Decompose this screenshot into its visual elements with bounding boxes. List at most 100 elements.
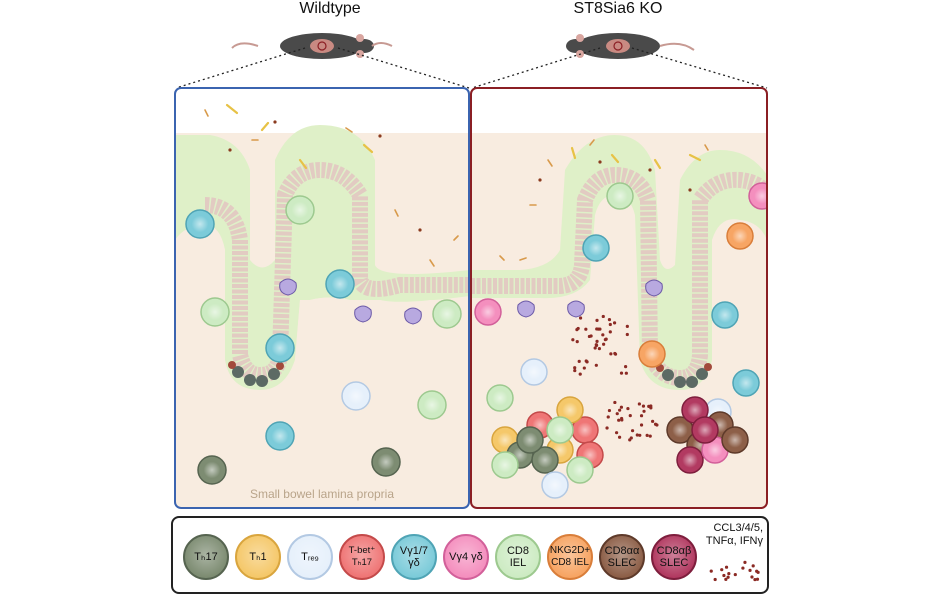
- chemokine-dot: [597, 347, 602, 351]
- legend-vg4-gd-label: Vγ4 γδ: [449, 551, 483, 563]
- chemokine-dot: [587, 334, 592, 339]
- chemokine-dot: [619, 405, 624, 409]
- cell-9: [691, 416, 719, 444]
- legend-cd8-iel: CD8 IEL: [495, 534, 541, 580]
- legend-cd8aa-slec-label: CD8αα SLEC: [604, 545, 640, 569]
- chemokine-dot: [608, 322, 612, 327]
- cell-4: [265, 333, 295, 363]
- chemokine-dot: [619, 371, 624, 375]
- legend-nkg2d-cd8-iel-label: NKG2D+ CD8 IEL: [549, 545, 591, 568]
- legend-tbet-th17-label: T-bet⁺ Tₕ17: [348, 545, 376, 568]
- cell-6: [200, 297, 230, 327]
- legend-vg4-gd: Vγ4 γδ: [443, 534, 489, 580]
- chemokine-dot: [609, 352, 613, 356]
- lamina-propria-label: Small bowel lamina propria: [249, 487, 395, 501]
- cell-5: [701, 436, 729, 464]
- chemokine-dot: [582, 366, 586, 370]
- chemokine-dot: [578, 316, 583, 320]
- cell-7: [726, 222, 754, 250]
- chemokine-dot: [628, 438, 632, 442]
- chemokine-dot: [626, 406, 630, 411]
- chemokine-dot: [594, 343, 598, 347]
- cell-type-legend: Tₕ17 Tₕ1 Tᵣₑ₉ T-bet⁺ Tₕ17 Vγ1/7 γδ Vγ4 γ…: [171, 516, 769, 594]
- wildtype-title: Wildtype: [299, 0, 361, 17]
- chemokine-dot: [596, 327, 600, 331]
- chemokine-dot: [571, 338, 575, 342]
- chemokine-dot: [651, 419, 655, 423]
- legend-th17: Tₕ17: [183, 534, 229, 580]
- cell-9: [681, 396, 709, 424]
- chemokine-dot: [618, 408, 622, 412]
- legend-vg17-gd-label: Vγ1/7 γδ: [399, 545, 429, 569]
- chemokine-dot: [595, 318, 599, 323]
- chemokine-dot: [573, 366, 577, 370]
- wildtype-panel-border: [174, 87, 470, 509]
- chemokine-dot: [639, 423, 644, 427]
- legend-treg: Tᵣₑ₉: [287, 534, 333, 580]
- chemokine-dot: [753, 577, 757, 582]
- chemokine-dot: [628, 414, 632, 418]
- legend-cd8ab-slec-label: CD8αβ SLEC: [656, 545, 692, 569]
- cell-5: [474, 298, 502, 326]
- knockout-panel-border: [470, 87, 768, 509]
- chemokine-dot: [624, 365, 628, 369]
- chemokine-dot: [720, 568, 724, 572]
- chemokine-dot: [602, 342, 606, 346]
- chemokine-dot: [653, 422, 658, 426]
- chemokine-dot: [751, 564, 755, 568]
- chemokine-dot: [639, 414, 644, 418]
- cell-6: [417, 390, 447, 420]
- chemokine-dot: [595, 339, 599, 343]
- cell-0: [531, 446, 559, 474]
- legend-cd8aa-slec: CD8αα SLEC: [599, 534, 645, 580]
- chemokine-dot: [620, 416, 624, 421]
- cell-8: [721, 426, 749, 454]
- cell-2: [541, 471, 569, 499]
- chemokine-dot: [724, 577, 728, 581]
- cell-7: [638, 340, 666, 368]
- cell-4: [185, 209, 215, 239]
- chemokine-dot: [741, 566, 745, 570]
- chemokine-dot: [641, 404, 646, 408]
- legend-th17-label: Tₕ17: [194, 551, 218, 563]
- chemokine-dots-icon: [709, 560, 760, 582]
- chemokine-dot: [645, 433, 649, 437]
- chemokine-dot: [638, 433, 642, 437]
- zoom-lines: [175, 47, 768, 89]
- legend-th1-label: Tₕ1: [249, 551, 267, 563]
- chemokine-dot: [604, 337, 608, 341]
- chemokine-dot: [613, 351, 617, 356]
- cell-3: [571, 416, 599, 444]
- legend-th1: Tₕ1: [235, 534, 281, 580]
- chemokine-dot: [584, 327, 588, 331]
- chemokine-dot: [593, 346, 597, 350]
- chemokine-dot: [756, 570, 760, 574]
- chemokine-dot: [648, 434, 652, 438]
- chemokine-dot: [625, 324, 629, 328]
- chemokine-dot: [607, 317, 612, 322]
- cell-0: [371, 447, 401, 477]
- cell-4: [711, 301, 739, 329]
- chemokine-dot: [577, 359, 581, 363]
- legend-nkg2d-cd8-iel: NKG2D+ CD8 IEL: [547, 534, 593, 580]
- cell-4: [325, 269, 355, 299]
- cell-6: [285, 195, 315, 225]
- chemokine-dot: [614, 431, 619, 435]
- chemokine-dot: [649, 406, 653, 410]
- legend-tbet-th17: T-bet⁺ Tₕ17: [339, 534, 385, 580]
- wildtype-mouse-icon: [231, 33, 393, 59]
- chemokine-dot: [615, 412, 619, 416]
- chemokine-dot: [637, 402, 641, 406]
- wildtype-panel-content: [175, 88, 469, 508]
- cell-0: [197, 455, 227, 485]
- chemokine-dot: [624, 371, 628, 375]
- chemokine-dot: [576, 326, 580, 331]
- chemokine-dot: [575, 340, 579, 344]
- chemokine-dot: [601, 314, 605, 319]
- chemokine-dot: [727, 571, 731, 576]
- chemokine-dot: [642, 409, 646, 413]
- chemokine-dot: [601, 333, 605, 337]
- cell-6: [546, 416, 574, 444]
- chemokine-dot: [713, 577, 717, 582]
- diagram-scene: [174, 33, 768, 509]
